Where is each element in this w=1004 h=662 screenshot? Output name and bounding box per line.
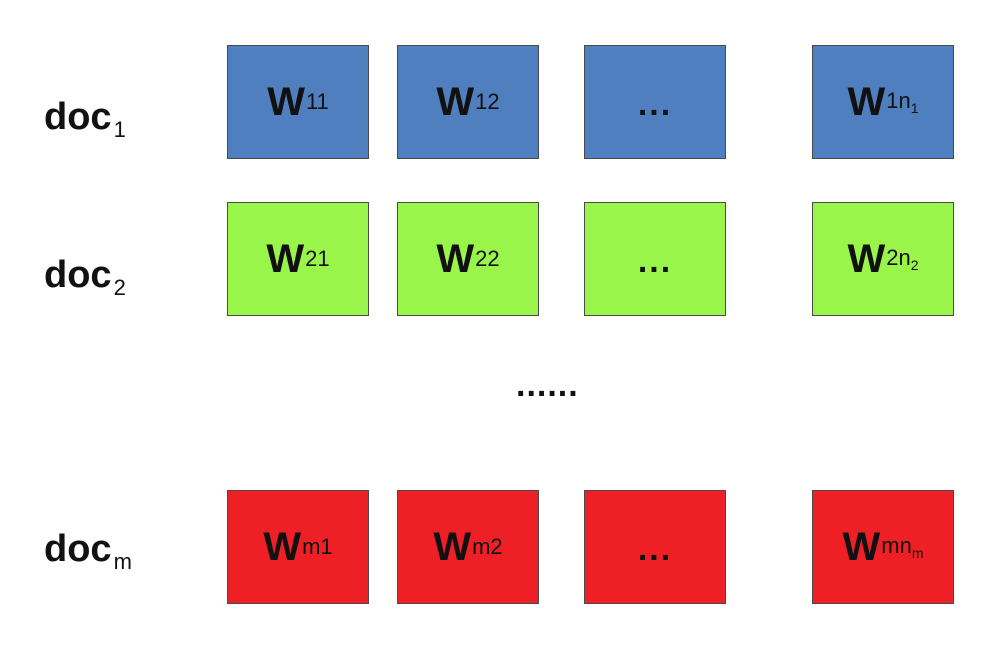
- word-symbol: W: [436, 80, 475, 124]
- doc-label-2: doc2: [44, 256, 126, 299]
- doc-label-subscript: 1: [113, 117, 126, 142]
- word-subscript: m2: [472, 534, 503, 559]
- doc-label-text: doc: [44, 528, 112, 570]
- word-cell-2-ellipsis: ...: [584, 202, 726, 316]
- word-symbol: W: [263, 525, 302, 569]
- word-sub-subscript: 1: [910, 99, 919, 116]
- word-subscript: m1: [302, 534, 333, 559]
- doc-label-m: docm: [44, 530, 132, 573]
- word-subscript: 2n2: [886, 244, 919, 273]
- word-subscript-text: 1n: [886, 87, 911, 113]
- ellipsis-text: ...: [637, 530, 673, 568]
- word-symbol: W: [847, 237, 886, 281]
- doc-label-text: doc: [44, 96, 112, 138]
- word-subscript: 1n1: [886, 87, 919, 116]
- doc-label-text: doc: [44, 254, 112, 296]
- word-subscript-text: 2n: [886, 244, 911, 270]
- word-subscript: 12: [475, 89, 500, 114]
- word-sub-subscript: m: [911, 544, 924, 561]
- ellipsis-text: ...: [637, 242, 673, 280]
- word-subscript: 22: [475, 246, 500, 271]
- word-symbol: W: [433, 525, 472, 569]
- rows-ellipsis: ......: [516, 366, 579, 404]
- word-cell-m-ellipsis: ...: [584, 490, 726, 604]
- word-symbol: W: [436, 237, 475, 281]
- word-symbol: W: [847, 80, 886, 124]
- doc-label-subscript: 2: [113, 275, 126, 300]
- doc-label-1: doc1: [44, 98, 126, 141]
- word-symbol: W: [842, 525, 881, 569]
- word-cell-1-ellipsis: ...: [584, 45, 726, 159]
- word-subscript: 11: [305, 89, 329, 114]
- ellipsis-text: ...: [637, 85, 673, 123]
- doc-label-subscript: m: [113, 549, 132, 574]
- word-subscript: 21: [305, 246, 330, 271]
- word-sub-subscript: 2: [910, 256, 919, 273]
- word-symbol: W: [267, 80, 305, 124]
- word-symbol: W: [266, 237, 305, 281]
- word-subscript: mnm: [881, 532, 924, 561]
- word-subscript-text: mn: [881, 532, 912, 558]
